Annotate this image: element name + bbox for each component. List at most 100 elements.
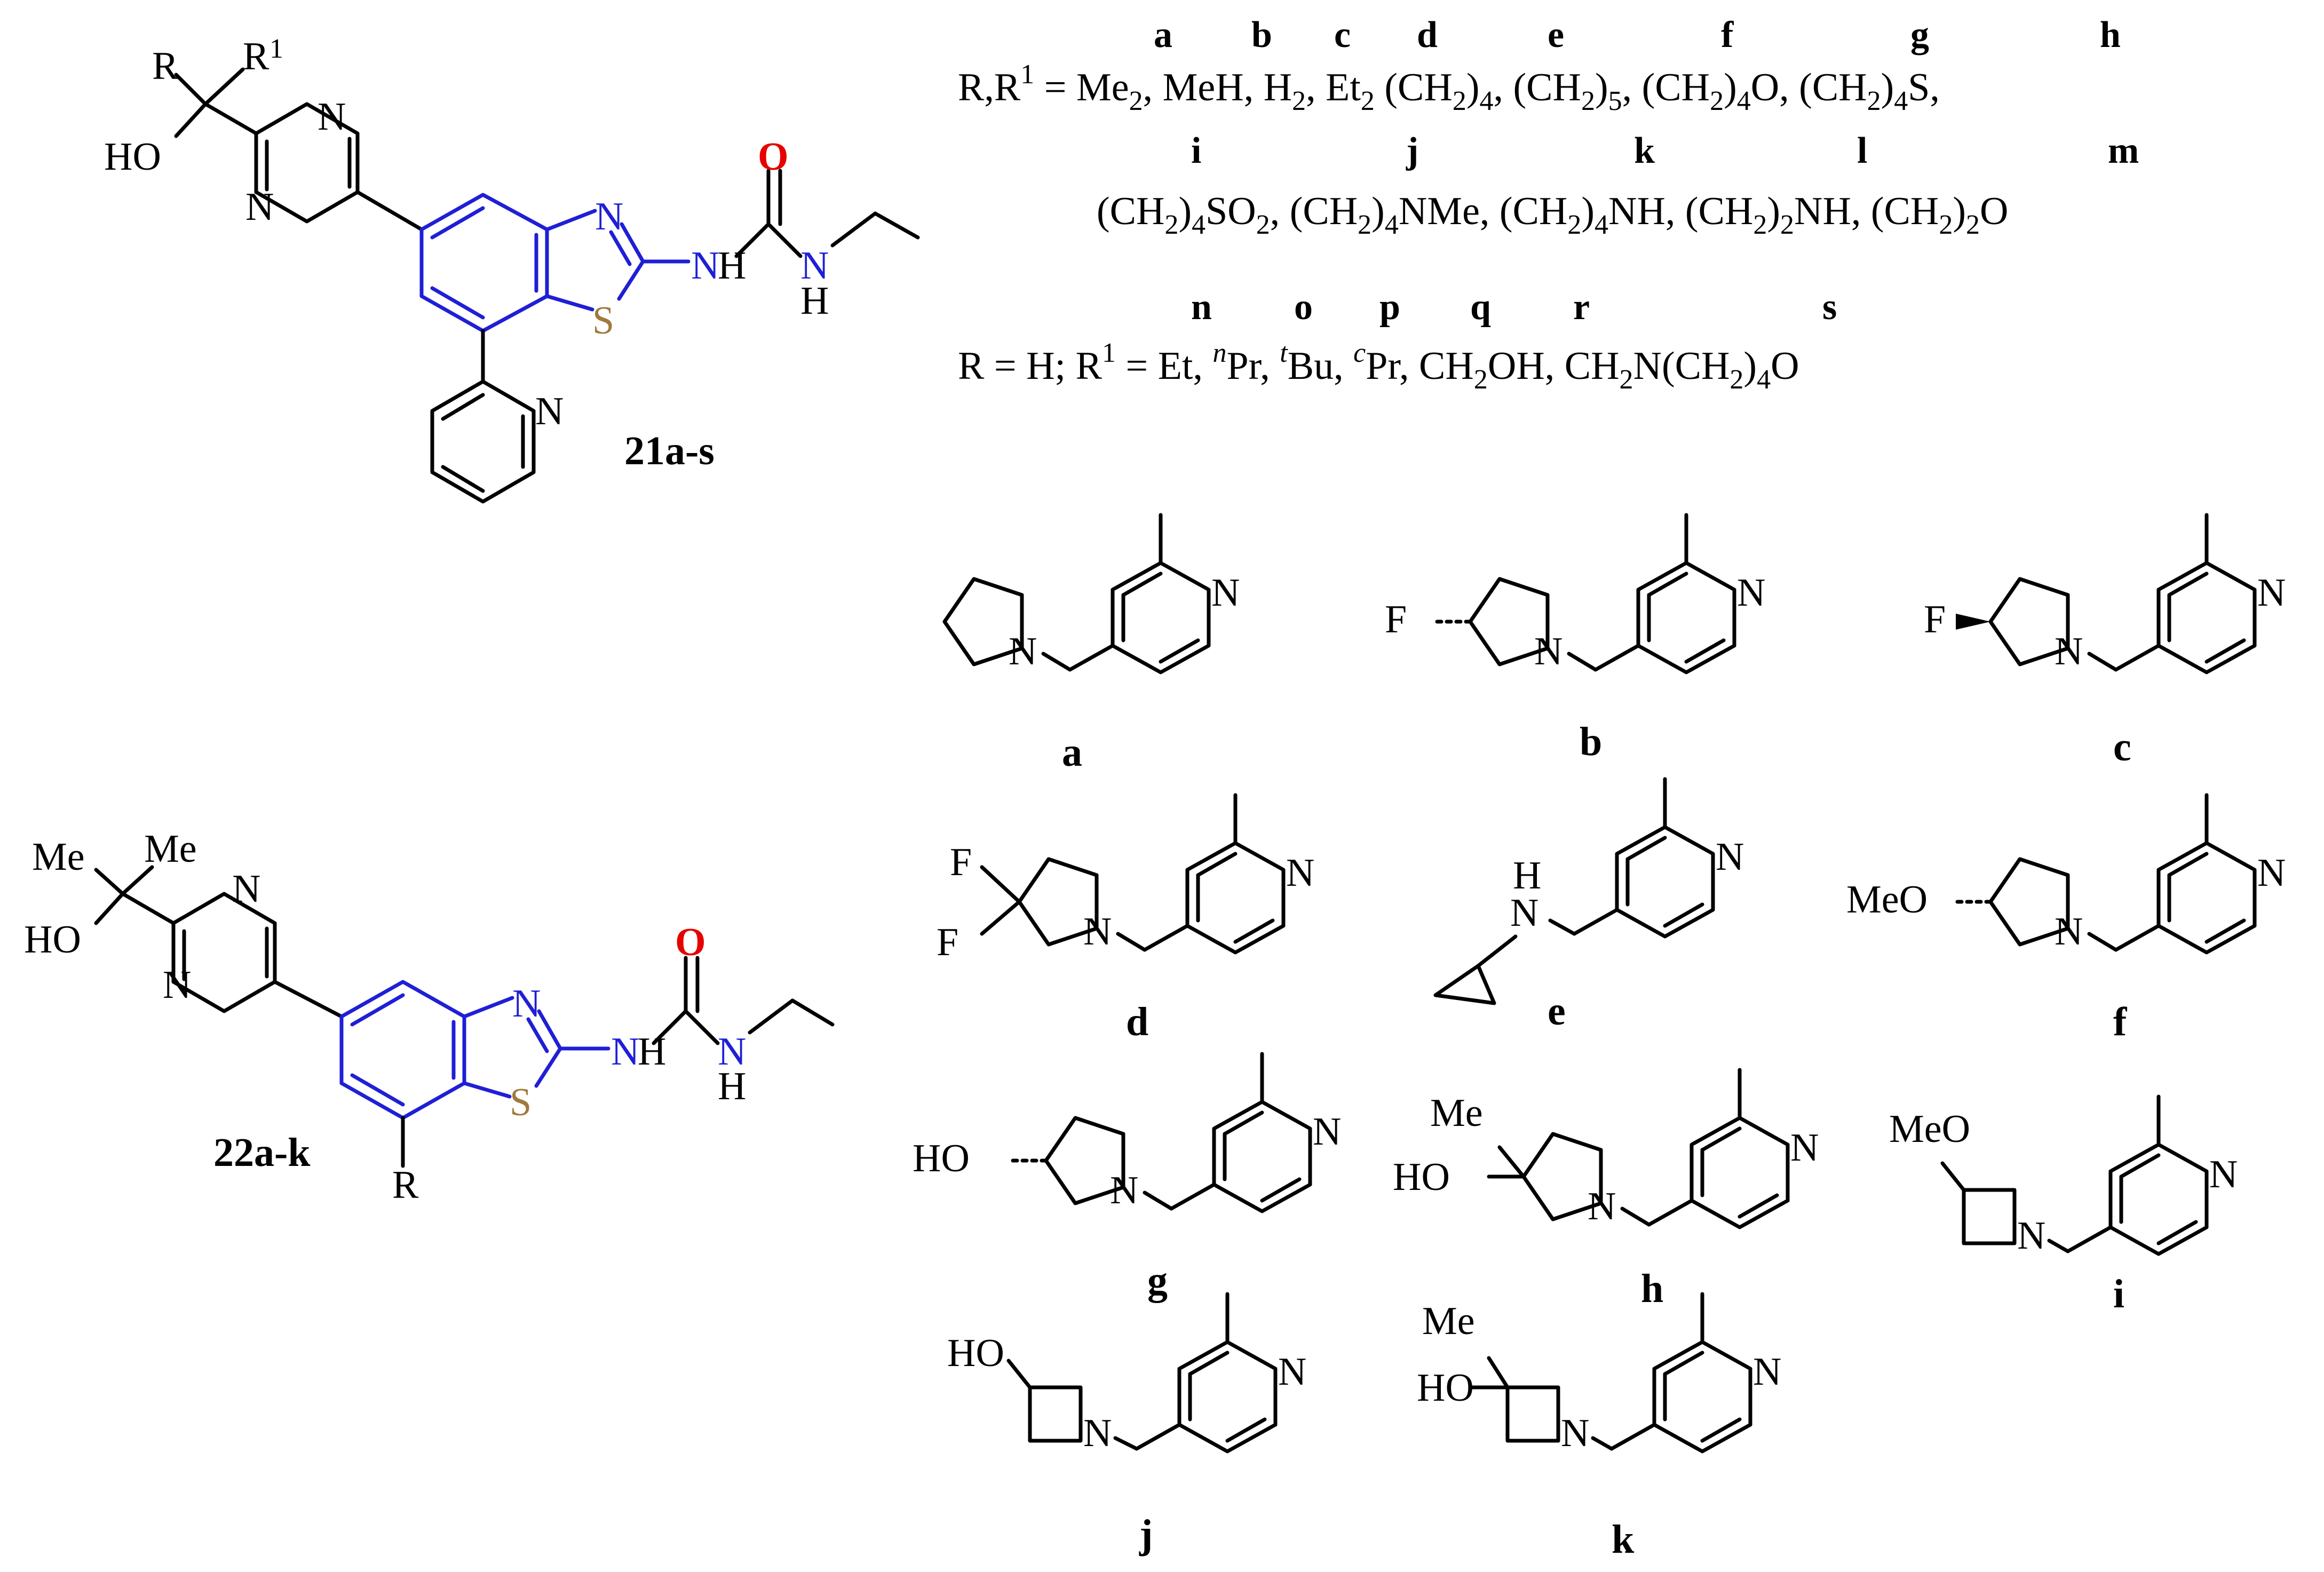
atom-r1-superscript: 1 xyxy=(269,34,283,64)
atom-ho: HO xyxy=(1417,1366,1474,1410)
atom-pyrimidine-n-bottom: N xyxy=(245,185,274,229)
key-letter-g: g xyxy=(1910,14,1929,55)
atom-pyridine-n: N xyxy=(2209,1153,2238,1196)
atom-pyridine-n: N xyxy=(2257,851,2286,895)
atom-ho: HO xyxy=(24,918,81,962)
r-group-label-g: g xyxy=(1147,1258,1168,1303)
atom-n: N xyxy=(2055,910,2083,954)
r-group-a: N N a xyxy=(945,515,1240,775)
atom-nh-h: H xyxy=(1513,854,1541,898)
atom-pyridine-n: N xyxy=(1313,1110,1341,1154)
atom-r: R xyxy=(152,44,179,88)
atom-pyrimidine-n-top: N xyxy=(318,95,346,139)
atom-me-2: Me xyxy=(144,827,197,871)
r-group-label-k: k xyxy=(1612,1517,1635,1562)
atom-pyridine-n: N xyxy=(1278,1350,1306,1394)
key-letter-q: q xyxy=(1470,287,1491,328)
row2-values: (CH2)4SO2, (CH2)4NMe, (CH2)4NH, (CH2)2NH… xyxy=(1097,189,2008,240)
row1-lead-superscript: 1 xyxy=(1020,59,1034,90)
key-letter-e: e xyxy=(1548,14,1564,55)
row3-lead-equals: = xyxy=(1116,344,1158,388)
r-group-h: Me HO N N h xyxy=(1393,1070,1819,1311)
atom-r: R xyxy=(392,1163,419,1207)
r-group-label-e: e xyxy=(1548,989,1566,1034)
atom-f: F xyxy=(1385,598,1407,641)
key-letter-d: d xyxy=(1417,14,1438,55)
substituent-table: a b c d e f g h R,R1 = Me2, MeH, H2, Et2… xyxy=(958,14,2139,395)
atom-urea-n1: N xyxy=(691,244,719,288)
atom-pyridine-n: N xyxy=(1211,571,1240,615)
r-group-b: F N N b xyxy=(1385,515,1765,764)
r-group-label-h: h xyxy=(1641,1266,1663,1311)
atom-urea-h1: H xyxy=(638,1030,666,1074)
atom-urea-h1: H xyxy=(718,244,746,288)
compound-22-atoms: Me Me HO N N N S O N H N H R xyxy=(24,827,746,1207)
atom-me: Me xyxy=(1422,1299,1475,1343)
r-group-e: N H N e xyxy=(1433,779,1744,1034)
atom-n: N xyxy=(1009,630,1037,673)
atom-ho: HO xyxy=(947,1331,1004,1375)
atom-ho: HO xyxy=(104,135,161,179)
atom-meo: MeO xyxy=(1846,878,1928,922)
compound-22-structure xyxy=(94,865,835,1168)
r-group-k: Me HO N N k xyxy=(1417,1294,1781,1562)
atom-n: N xyxy=(1083,910,1112,954)
key-letter-a: a xyxy=(1154,14,1172,55)
atom-n: N xyxy=(1083,1411,1112,1455)
compound-21-atoms: R R 1 HO N N N S O N H N H N xyxy=(104,34,829,433)
key-letter-c: c xyxy=(1334,14,1351,55)
atom-urea-n2: N xyxy=(800,244,829,288)
r-group-label-j: j xyxy=(1139,1512,1153,1557)
atom-n: N xyxy=(1534,630,1562,673)
atom-pyridine-n: N xyxy=(1790,1126,1819,1170)
r-group-j: HO N N j xyxy=(947,1294,1306,1557)
row1-lead-equals: = xyxy=(1034,66,1076,109)
compound-21-label: 21a-s xyxy=(624,428,715,473)
atom-pyridine-n: N xyxy=(1737,571,1765,615)
atom-ho: HO xyxy=(1393,1155,1450,1199)
atom-pyridine-n: N xyxy=(1286,851,1314,895)
row3-lead-superscript: 1 xyxy=(1102,338,1116,368)
key-letter-b: b xyxy=(1251,14,1272,55)
r-group-c: F N N c xyxy=(1924,515,2286,769)
atom-me: Me xyxy=(1430,1091,1483,1135)
r-group-f: MeO N N f xyxy=(1846,795,2286,1044)
atom-me-1: Me xyxy=(32,835,85,879)
key-letter-r: r xyxy=(1573,287,1590,328)
atom-n: N xyxy=(1110,1169,1138,1212)
r-group-i: MeO N N i xyxy=(1889,1097,2238,1316)
atom-f: F xyxy=(1924,598,1946,641)
atom-ho: HO xyxy=(913,1137,970,1180)
atom-pyrimidine-n-top: N xyxy=(232,867,260,911)
atom-n: N xyxy=(2017,1214,2045,1258)
atom-urea-n1: N xyxy=(611,1030,639,1074)
atom-n: N xyxy=(1588,1185,1616,1228)
row1-values: R,R1 = Me2, MeH, H2, Et2 (CH2)4, (CH2)5,… xyxy=(958,59,1940,116)
key-letter-h: h xyxy=(2100,14,2121,55)
atom-urea-oxygen: O xyxy=(675,920,706,964)
row3-values: R = H; R1 = Et, nPr, tBu, cPr, CH2OH, CH… xyxy=(958,338,1799,395)
compound-21-structure xyxy=(174,67,920,504)
r-group-label-i: i xyxy=(2113,1272,2124,1316)
atom-f-2: F xyxy=(937,920,958,964)
r-group-g: HO N N g xyxy=(913,1054,1341,1303)
key-letter-j: j xyxy=(1406,130,1418,171)
atom-benzothiazole-n: N xyxy=(595,195,623,239)
row1-lead: R,R xyxy=(958,66,1021,109)
compound-22-label: 22a-k xyxy=(213,1130,311,1175)
key-letter-l: l xyxy=(1857,130,1867,171)
atom-benzothiazole-s: S xyxy=(592,299,614,343)
r-group-label-d: d xyxy=(1126,999,1148,1044)
atom-pyridine-n: N xyxy=(1753,1350,1781,1394)
atom-urea-h2: H xyxy=(718,1065,746,1108)
row3-lead: R = H; R xyxy=(958,344,1102,388)
atom-n: N xyxy=(1510,891,1538,935)
atom-urea-oxygen: O xyxy=(758,135,789,179)
r-group-label-a: a xyxy=(1062,730,1082,775)
key-letter-s: s xyxy=(1822,287,1837,328)
atom-meo: MeO xyxy=(1889,1107,1970,1151)
key-letter-k: k xyxy=(1634,130,1655,171)
atom-pyrimidine-n-bottom: N xyxy=(163,963,191,1007)
atom-n: N xyxy=(2055,630,2083,673)
